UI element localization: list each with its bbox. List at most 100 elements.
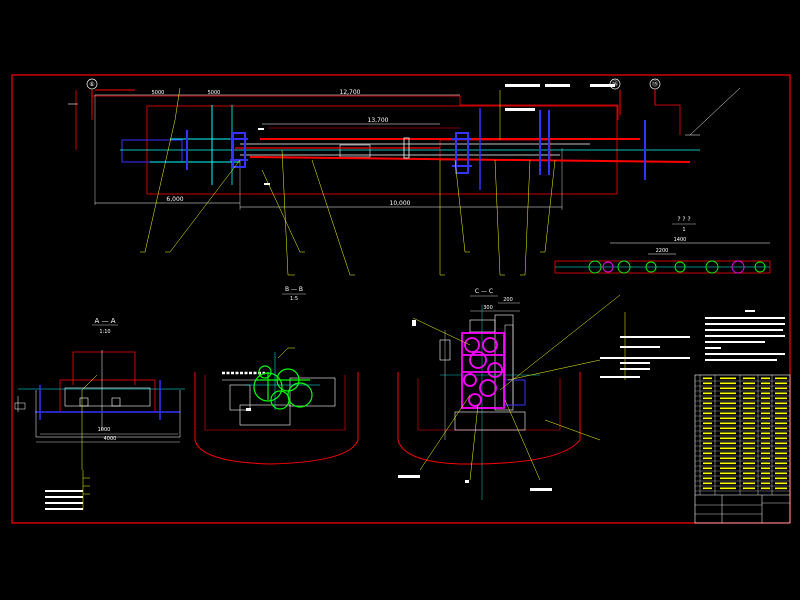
- wall-outline: [91, 95, 619, 120]
- bom-cell-text: [743, 467, 755, 470]
- bom-cell-text: [703, 472, 712, 475]
- plan-leader-lines: [140, 87, 556, 276]
- bom-cell-text: [720, 402, 736, 405]
- bom-cell-text: [720, 397, 736, 400]
- bom-cell-text: [703, 382, 712, 385]
- svg-text:1:5: 1:5: [290, 296, 298, 302]
- svg-text:1000: 1000: [98, 427, 111, 433]
- bom-cell-text: [703, 437, 712, 440]
- bom-cell-text: [703, 402, 712, 405]
- bom-cell-text: [761, 442, 770, 445]
- svg-text:1: 1: [682, 227, 685, 233]
- bom-cell-text: [743, 457, 755, 460]
- bom-cell-text: [743, 382, 755, 385]
- bom-cell-text: [743, 407, 755, 410]
- bom-cell-text: [743, 462, 755, 465]
- bom-cell-text: [743, 447, 755, 450]
- bom-cell-text: [761, 467, 770, 470]
- bom-cell-text: [775, 472, 787, 475]
- bom-cell-text: [720, 482, 736, 485]
- svg-text:6,000: 6,000: [166, 196, 183, 203]
- bom-cell-text: [775, 377, 787, 380]
- bom-cell-text: [703, 487, 712, 490]
- section-cc-leaders: [412, 294, 626, 481]
- svg-text:B — B: B — B: [285, 286, 303, 293]
- section-cc: C — C 200 300: [397, 288, 626, 500]
- bom-cell-text: [720, 462, 736, 465]
- svg-text:200: 200: [503, 297, 513, 303]
- bom-cell-text: [703, 407, 712, 410]
- bill-of-materials-table: [694, 374, 791, 524]
- bom-cell-text: [775, 422, 787, 425]
- bom-cell-text: [720, 392, 736, 395]
- bom-cell-text: [720, 432, 736, 435]
- svg-text:⑥: ⑥: [89, 81, 94, 88]
- svg-text:1400: 1400: [674, 237, 687, 243]
- detail-view: ? ? ? 1 1400 2200: [554, 216, 771, 274]
- bom-cell-text: [720, 407, 736, 410]
- svg-text:2200: 2200: [656, 248, 669, 254]
- bom-cell-text: [703, 432, 712, 435]
- bom-cell-text: [743, 437, 755, 440]
- bom-cell-text: [743, 402, 755, 405]
- bom-cell-text: [775, 407, 787, 410]
- bom-cell-text: [720, 487, 736, 490]
- plan-view: ⑥ ⑯ ⑮ 12,700 5000 5000 13,700: [68, 78, 741, 276]
- bom-cell-text: [761, 417, 770, 420]
- bom-cell-text: [720, 442, 736, 445]
- bom-cell-text: [703, 412, 712, 415]
- bom-cell-text: [761, 447, 770, 450]
- grid-marker-right: ⑮: [649, 78, 661, 90]
- bom-cell-text: [761, 387, 770, 390]
- bom-cell-text: [775, 417, 787, 420]
- bom-cell-text: [703, 457, 712, 460]
- svg-text:300: 300: [483, 305, 493, 311]
- bom-cell-text: [720, 457, 736, 460]
- sheet-border: [11, 74, 791, 524]
- bom-cell-text: [743, 387, 755, 390]
- bom-cell-text: [775, 487, 787, 490]
- bom-cell-text: [761, 437, 770, 440]
- svg-text:1:10: 1:10: [99, 329, 110, 335]
- bom-cell-text: [761, 407, 770, 410]
- bom-cell-text: [761, 452, 770, 455]
- bom-cell-text: [761, 392, 770, 395]
- bom-cell-text: [720, 467, 736, 470]
- bom-cell-text: [703, 462, 712, 465]
- svg-text:5000: 5000: [152, 90, 165, 96]
- bom-cell-text: [703, 482, 712, 485]
- bom-cell-text: [775, 382, 787, 385]
- bom-cell-text: [761, 427, 770, 430]
- bom-cell-text: [720, 387, 736, 390]
- bom-cell-text: [743, 477, 755, 480]
- bom-cell-text: [720, 427, 736, 430]
- bom-cell-text: [743, 397, 755, 400]
- bom-cell-text: [703, 447, 712, 450]
- bom-cell-text: [761, 397, 770, 400]
- bom-cell-text: [775, 467, 787, 470]
- bom-cell-text: [775, 447, 787, 450]
- svg-text:13,700: 13,700: [368, 117, 389, 124]
- svg-text:5000: 5000: [208, 90, 221, 96]
- svg-text:C — C: C — C: [475, 288, 493, 295]
- bom-cell-text: [720, 472, 736, 475]
- bom-cell-text: [720, 412, 736, 415]
- bom-cell-text: [703, 417, 712, 420]
- bom-cell-text: [703, 467, 712, 470]
- section-aa: A — A 1:10 1000 4000: [14, 317, 185, 510]
- bom-cell-text: [761, 487, 770, 490]
- bom-cell-text: [720, 437, 736, 440]
- gear-stack-magenta: [461, 332, 505, 409]
- svg-text:⑮: ⑮: [652, 80, 658, 88]
- bom-cell-text: [703, 397, 712, 400]
- bom-cell-text: [761, 412, 770, 415]
- svg-text:10,000: 10,000: [390, 200, 411, 207]
- bom-cell-text: [720, 452, 736, 455]
- bom-cell-text: [703, 452, 712, 455]
- bom-cell-text: [775, 412, 787, 415]
- bom-cell-text: [720, 377, 736, 380]
- bom-cell-text: [761, 462, 770, 465]
- bom-cell-text: [703, 422, 712, 425]
- bom-cell-text: [703, 392, 712, 395]
- bom-cell-text: [703, 477, 712, 480]
